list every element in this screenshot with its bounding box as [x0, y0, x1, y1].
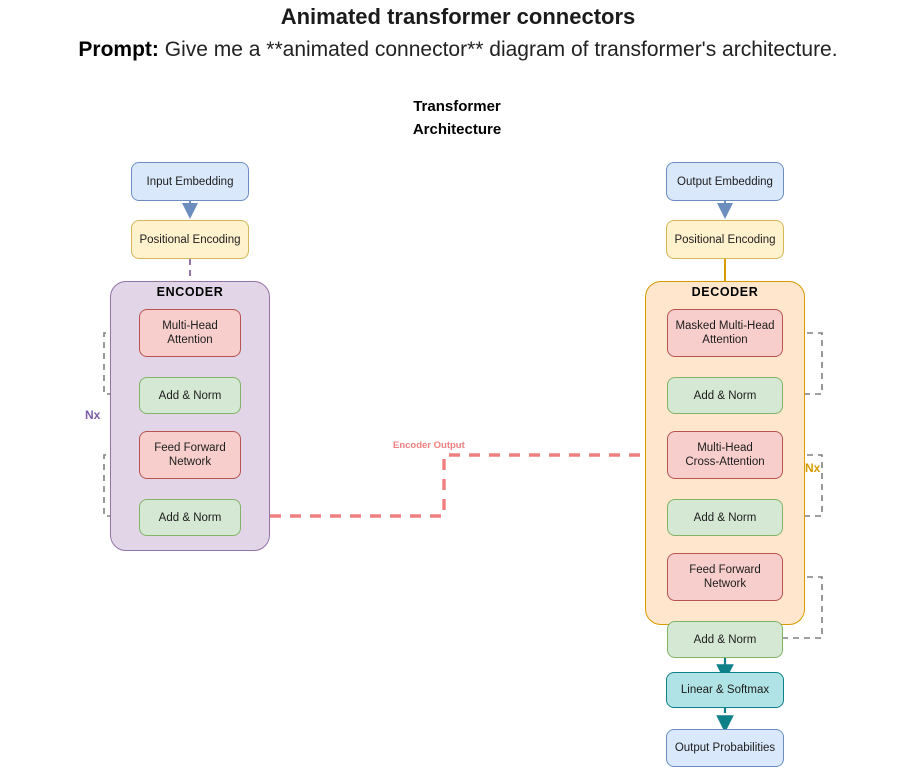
node-enc-add-norm-2[interactable]: Add & Norm	[139, 499, 241, 536]
diagram-title-line2: Architecture	[412, 121, 502, 138]
node-output-probabilities[interactable]: Output Probabilities	[666, 729, 784, 767]
node-linear-softmax[interactable]: Linear & Softmax	[666, 672, 784, 708]
diagram-title: Transformer Architecture	[357, 95, 557, 141]
prompt-text: Give me a **animated connector** diagram…	[164, 38, 838, 61]
node-dec-add-norm-3[interactable]: Add & Norm	[667, 621, 783, 658]
node-enc-feed-forward-network[interactable]: Feed Forward Network	[139, 431, 241, 479]
node-dec-add-norm-1[interactable]: Add & Norm	[667, 377, 783, 414]
node-dec-multi-head-cross-attention[interactable]: Multi-Head Cross-Attention	[667, 431, 783, 479]
node-enc-multi-head-attention[interactable]: Multi-Head Attention	[139, 309, 241, 357]
node-dec-positional-encoding[interactable]: Positional Encoding	[666, 220, 784, 259]
encoder-nx-label: Nx	[85, 408, 101, 422]
decoder-container-label: DECODER	[691, 285, 759, 299]
node-dec-masked-multi-head-attention[interactable]: Masked Multi-Head Attention	[667, 309, 783, 357]
encoder-container-label: ENCODER	[156, 285, 224, 299]
node-dec-feed-forward-network[interactable]: Feed Forward Network	[667, 553, 783, 601]
prompt-line: Prompt: Give me a **animated connector**…	[0, 36, 916, 64]
node-dec-add-norm-2[interactable]: Add & Norm	[667, 499, 783, 536]
edge-encoder-output-to-cross-attention	[270, 440, 677, 518]
diagram-title-line1: Transformer	[413, 98, 501, 115]
encoder-output-edge-label: Encoder Output	[393, 440, 465, 451]
page-title: Animated transformer connectors	[280, 4, 636, 29]
node-enc-positional-encoding[interactable]: Positional Encoding	[131, 220, 249, 259]
node-output-embedding[interactable]: Output Embedding	[666, 162, 784, 201]
prompt-label: Prompt:	[78, 38, 159, 61]
node-enc-add-norm-1[interactable]: Add & Norm	[139, 377, 241, 414]
node-input-embedding[interactable]: Input Embedding	[131, 162, 249, 201]
decoder-nx-label: Nx	[805, 461, 821, 475]
